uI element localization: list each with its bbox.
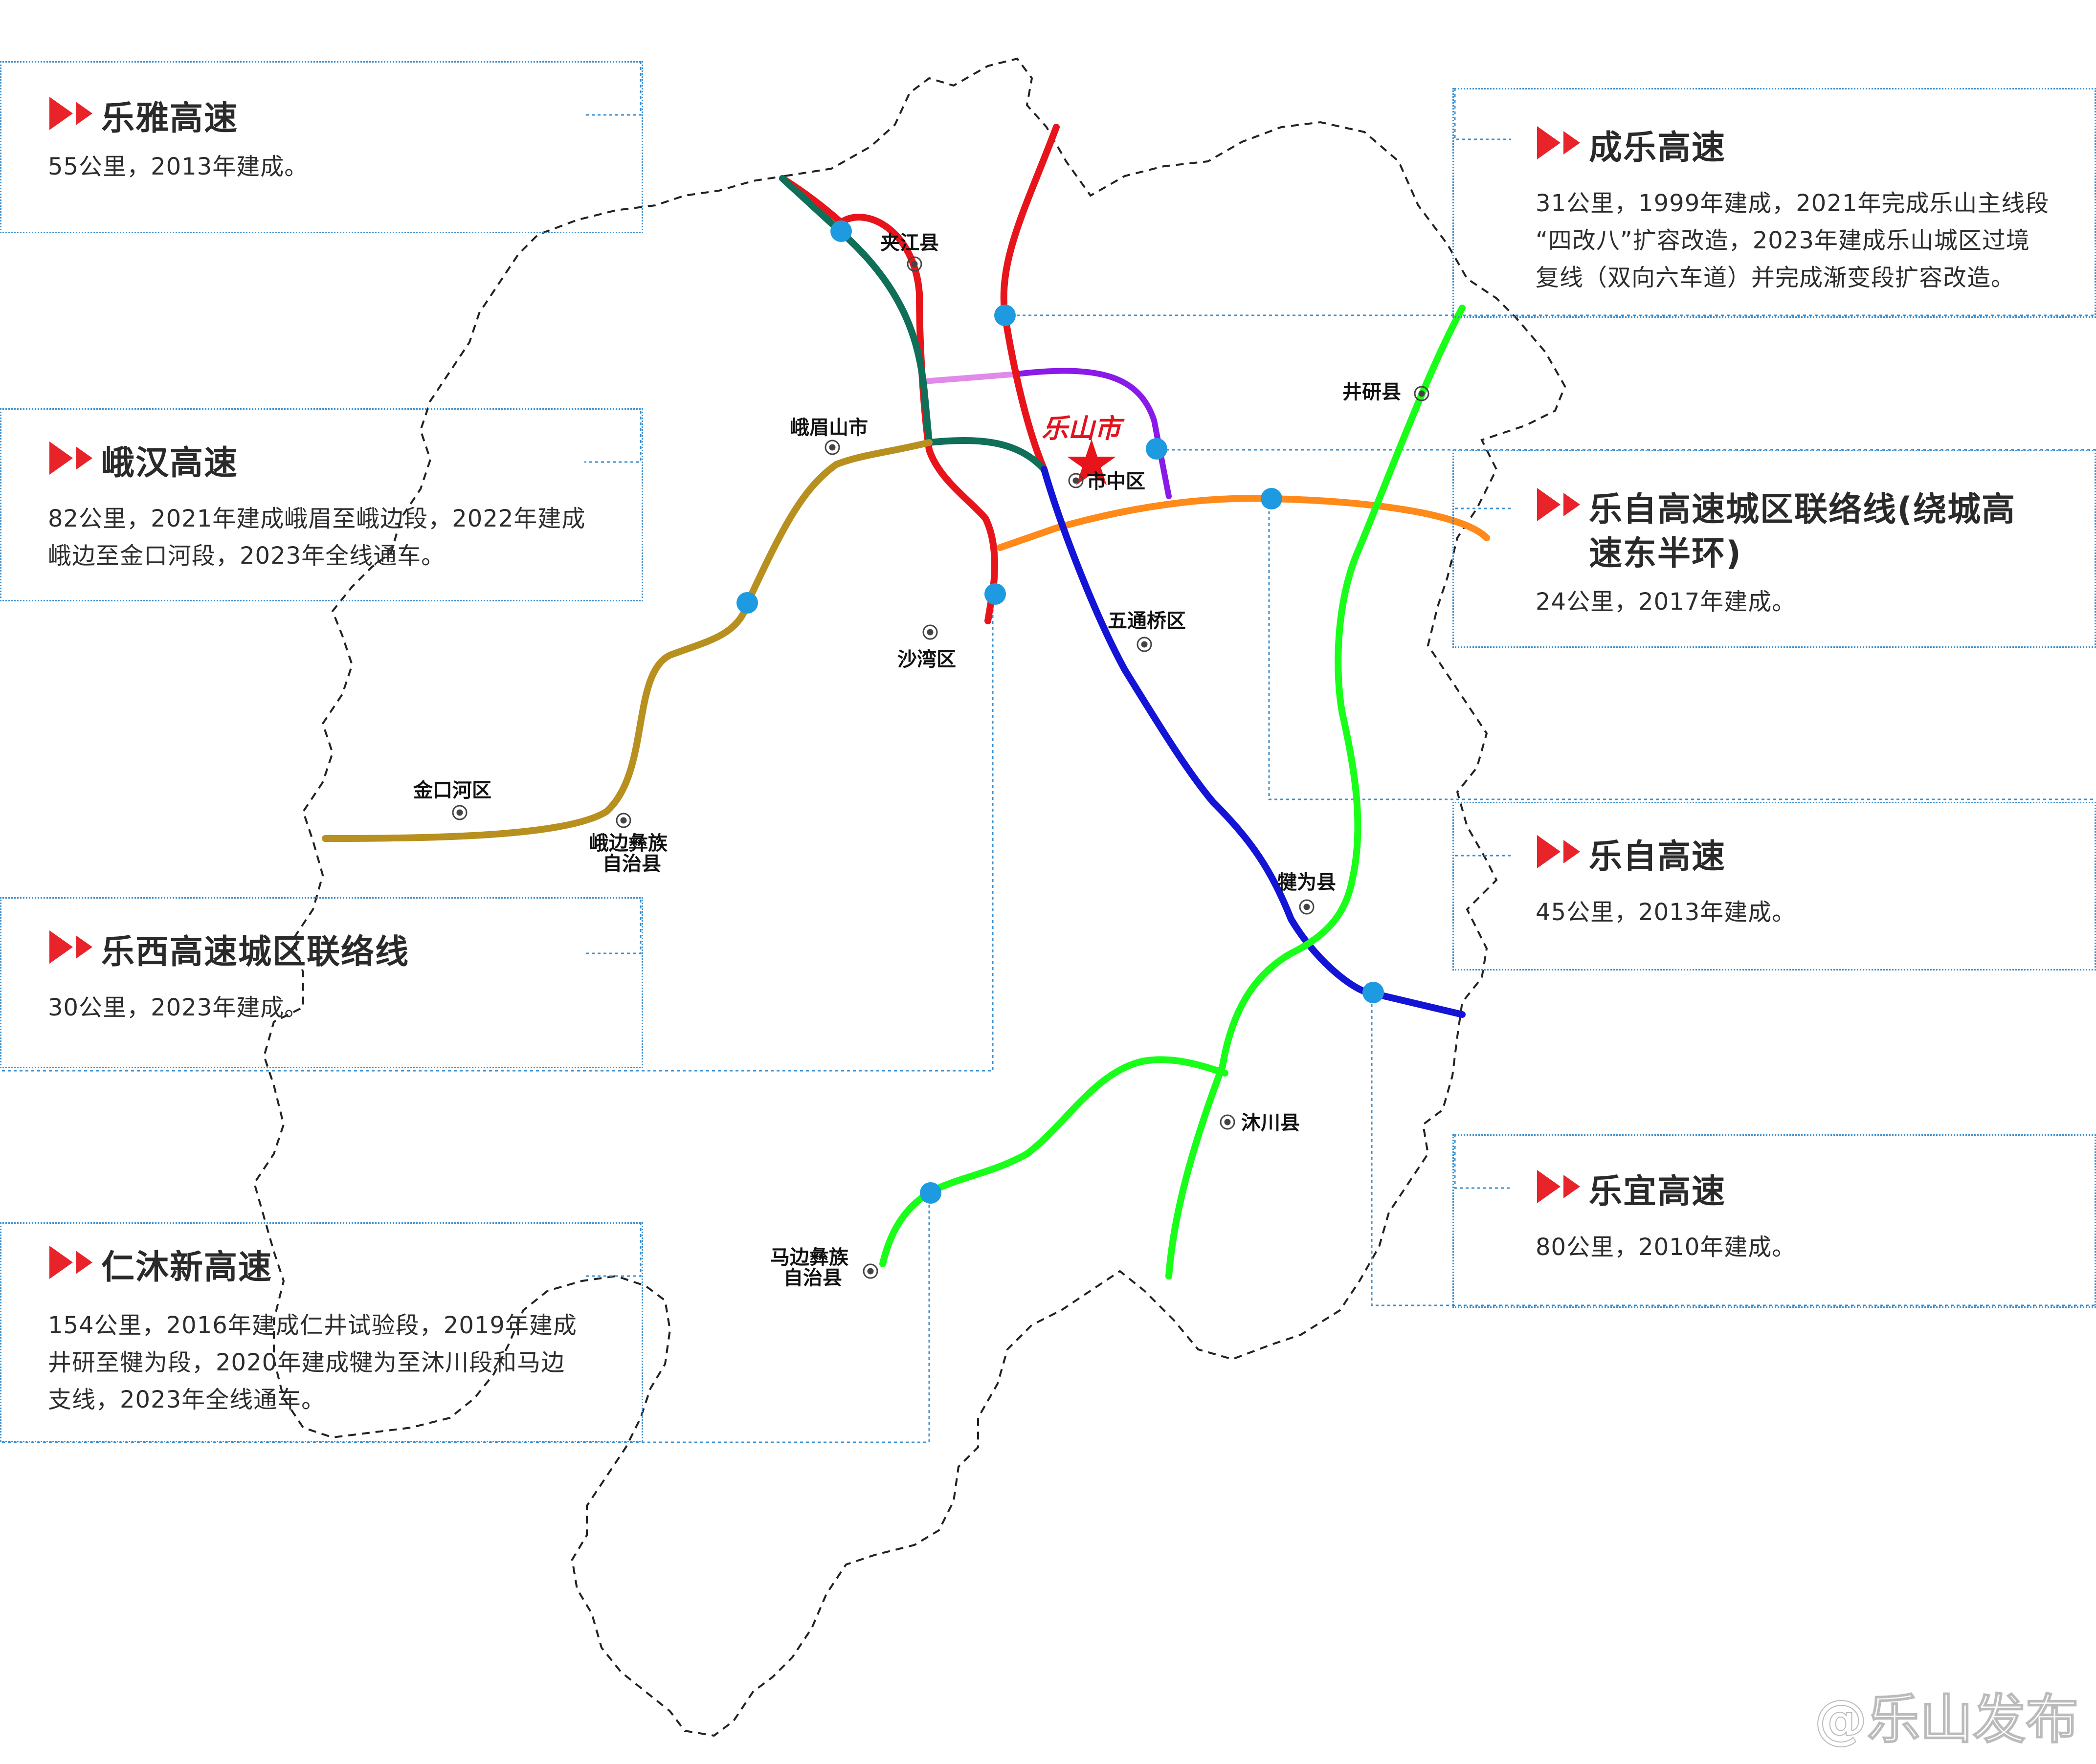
- arrow-icon: [49, 97, 73, 130]
- card-desc: 30公里，2023年建成。: [48, 994, 309, 1021]
- label-emeishan: 峨眉山市: [790, 417, 868, 439]
- card-desc: 80公里，2010年建成。: [1536, 1234, 1796, 1261]
- node-jiajiang: [830, 220, 852, 242]
- label-jingyan: 井研县: [1342, 381, 1401, 403]
- node-shawan: [984, 583, 1006, 605]
- arrow-icon: [76, 446, 92, 470]
- arrow-icon: [76, 935, 92, 959]
- card-renmu: 仁沐新高速 154公里，2016年建成仁井试验段，2019年建成 井研至犍为段，…: [0, 1222, 643, 1442]
- label-qianwei: 犍为县: [1277, 871, 1336, 894]
- label-wutongqiao: 五通桥区: [1108, 610, 1186, 632]
- card-desc: 154公里，2016年建成仁井试验段，2019年建成 井研至犍为段，2020年建…: [48, 1312, 577, 1413]
- arrow-icon: [49, 441, 73, 475]
- arrow-icon: [1563, 493, 1580, 516]
- card-leyi: 乐宜高速 80公里，2010年建成。: [1452, 1134, 2096, 1308]
- node-purple: [1146, 438, 1167, 460]
- arrow-icon: [1537, 835, 1561, 868]
- card-ehan: 峨汉高速 82公里，2021年建成峨眉至峨边段，2022年建成 峨边至金口河段，…: [0, 408, 643, 601]
- label-mabian: 马边彝族自治县: [770, 1246, 848, 1289]
- arrow-icon: [1563, 1175, 1580, 1198]
- card-desc: 24公里，2017年建成。: [1536, 588, 1796, 616]
- road-renmu-mabian-branch: [879, 1056, 1228, 1267]
- label-jiajiang: 夹江县: [880, 232, 939, 254]
- node-ehan: [736, 592, 758, 614]
- card-lexi-link: 乐西高速城区联络线 30公里，2023年建成。: [0, 897, 643, 1068]
- road-ehan: [322, 439, 933, 842]
- card-title: 乐自高速城区联络线(绕城高 速东半环): [1589, 490, 2016, 573]
- arrow-icon: [1563, 840, 1580, 863]
- arrow-icon: [49, 930, 73, 964]
- road-purple-segment: [1014, 368, 1172, 499]
- arrow-icon: [1563, 131, 1580, 154]
- card-chengle: 成乐高速 31公里，1999年建成，2021年完成乐山主线段 “四改八”扩容改造…: [1452, 88, 2096, 318]
- card-title: 成乐高速: [1589, 129, 1726, 167]
- label-shawan: 沙湾区: [897, 648, 956, 671]
- arrow-icon: [1537, 1170, 1561, 1203]
- card-title: 乐雅高速: [101, 99, 239, 138]
- interchange-nodes: [736, 220, 1384, 1204]
- capital-label: 乐山市: [1042, 413, 1125, 444]
- leshan-boundary: [253, 57, 1566, 1737]
- capital-star-icon: [1067, 439, 1116, 485]
- label-jinkouhe: 金口河区: [413, 779, 491, 802]
- label-shizhong: 市中区: [1087, 470, 1145, 493]
- arrow-icon: [49, 1246, 73, 1279]
- label-muchuan: 沐川县: [1241, 1112, 1300, 1134]
- card-desc: 55公里，2013年建成。: [48, 153, 309, 180]
- road-ring-east: [997, 495, 1490, 551]
- card-desc: 31公里，1999年建成，2021年完成乐山主线段 “四改八”扩容改造，2023…: [1536, 190, 2050, 291]
- road-lezi: [1041, 466, 1466, 1018]
- arrow-icon: [76, 102, 92, 125]
- node-lezi-east: [1362, 982, 1384, 1003]
- card-title: 仁沐新高速: [101, 1248, 273, 1287]
- card-leya: 乐雅高速 55公里，2013年建成。: [0, 61, 643, 233]
- road-renmu: [1165, 305, 1466, 1279]
- card-title: 峨汉高速: [101, 444, 239, 483]
- card-desc: 45公里，2013年建成。: [1536, 899, 1796, 926]
- card-title: 乐自高速: [1589, 838, 1726, 876]
- card-title: 乐宜高速: [1589, 1172, 1726, 1211]
- arrow-icon: [1537, 126, 1561, 159]
- watermark: @乐山发布: [1814, 1689, 2079, 1751]
- card-ring-east: 乐自高速城区联络线(绕城高 速东半环) 24公里，2017年建成。: [1452, 450, 2096, 648]
- node-leya-north: [994, 305, 1016, 326]
- node-ring: [1261, 488, 1282, 509]
- card-title: 乐西高速城区联络线: [101, 933, 410, 971]
- arrow-icon: [76, 1251, 92, 1274]
- arrow-icon: [1537, 488, 1561, 521]
- card-desc: 82公里，2021年建成峨眉至峨边段，2022年建成 峨边至金口河段，2023年…: [48, 505, 586, 570]
- label-ebian: 峨边彝族自治县: [589, 832, 668, 875]
- card-lezi: 乐自高速 45公里，2013年建成。: [1452, 802, 2096, 970]
- county-seat-markers: [452, 256, 1429, 1279]
- road-pink-segment: [921, 371, 1020, 384]
- road-lexi-link: [779, 175, 1048, 473]
- node-mabian: [920, 1182, 941, 1204]
